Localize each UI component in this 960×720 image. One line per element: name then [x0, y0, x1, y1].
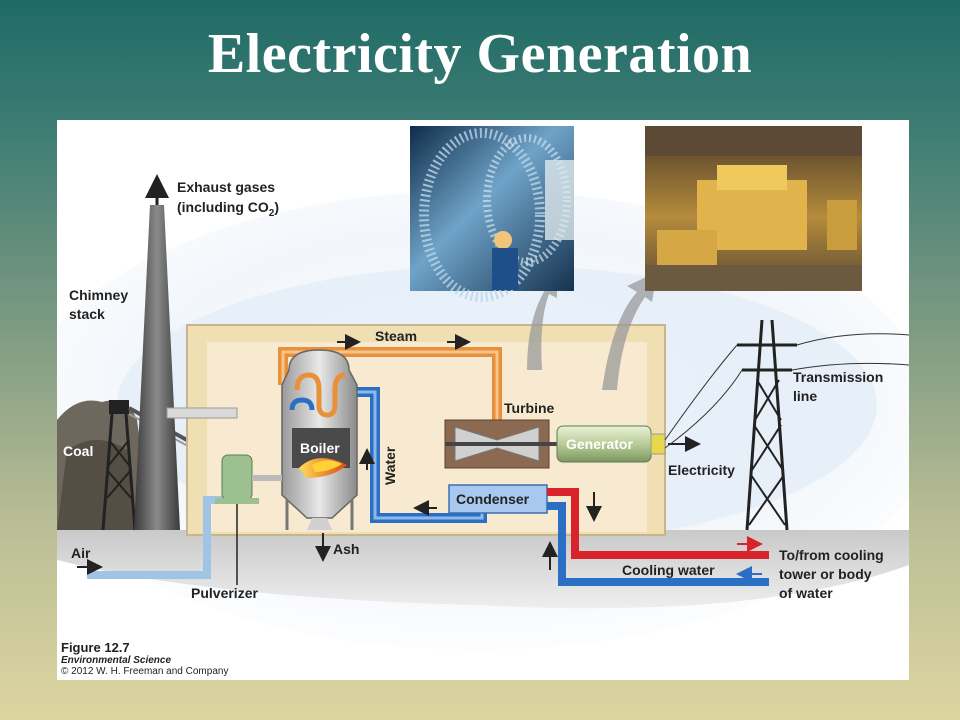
boiler-label: Boiler: [300, 440, 340, 456]
figure-caption: Figure 12.7 Environmental Science © 2012…: [61, 640, 228, 677]
condenser: [448, 484, 548, 514]
coal-conveyor-tower: [101, 400, 137, 531]
pulverizer-label: Pulverizer: [191, 585, 258, 601]
transmission-label-line2: line: [793, 388, 817, 404]
flue-duct: [166, 407, 238, 419]
tofrom-label-line3: of water: [779, 585, 833, 601]
figure-source-book: Environmental Science: [61, 655, 172, 666]
turbine-photo-arrow: [527, 270, 557, 370]
chimney-label-line1: Chimney: [69, 287, 128, 303]
ash-label: Ash: [333, 541, 359, 557]
electricity-label: Electricity: [668, 462, 735, 478]
slide-title: Electricity Generation: [207, 23, 753, 85]
condenser-label: Condenser: [456, 491, 530, 507]
generator-label: Generator: [566, 436, 633, 452]
chimney-label-line2: stack: [69, 306, 105, 322]
turbine-label: Turbine: [504, 400, 555, 416]
figure-copyright: © 2012 W. H. Freeman and Company: [61, 666, 229, 677]
hot-water-pipe: [547, 488, 769, 559]
power-plant-diagram: Exhaust gases (including CO2) Chimney st…: [57, 126, 909, 650]
tofrom-label-line1: To/from cooling: [779, 547, 884, 563]
coal-label: Coal: [63, 443, 93, 459]
cooling-water-label: Cooling water: [622, 562, 715, 578]
turbine-photo: [410, 126, 574, 302]
air-label: Air: [71, 545, 91, 561]
pulverizer: [215, 454, 259, 585]
boiler: [281, 349, 358, 519]
generator: [556, 425, 666, 463]
ground: [57, 530, 909, 609]
exhaust-label-line2: (including CO2): [177, 199, 279, 219]
cooling-water-pipe: [547, 502, 769, 586]
figure-panel: Exhaust gases (including CO2) Chimney st…: [57, 120, 909, 680]
chimney-stack: [134, 205, 180, 530]
ash-pile: [307, 518, 332, 530]
steam-label: Steam: [375, 328, 417, 344]
water-label: Water: [382, 446, 398, 485]
generator-hall-photo: [645, 126, 862, 291]
transmission-tower: [664, 319, 909, 531]
transmission-label-line1: Transmission: [793, 369, 883, 385]
turbine: [444, 419, 561, 469]
exhaust-label-line1: Exhaust gases: [177, 179, 275, 195]
figure-number: Figure 12.7: [61, 640, 130, 655]
tofrom-label-line2: tower or body: [779, 566, 872, 582]
generator-photo-arrow: [602, 272, 657, 390]
